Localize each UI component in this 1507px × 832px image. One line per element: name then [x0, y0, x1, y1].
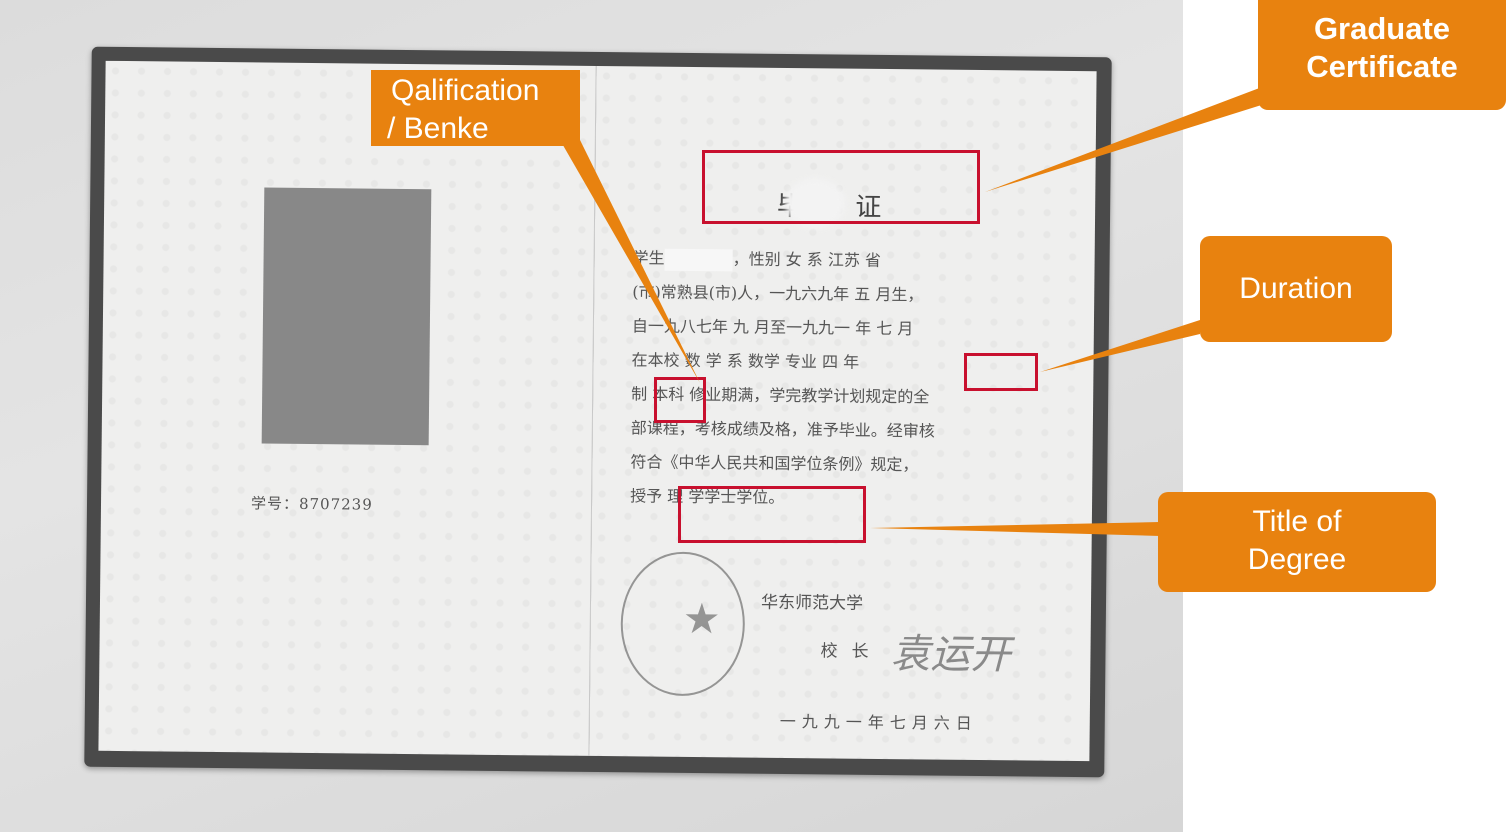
- callout-graduate-certificate: Graduate Certificate: [1258, 0, 1506, 110]
- callout-duration: Duration: [1200, 236, 1392, 342]
- highlight-degree: [678, 486, 866, 543]
- leader-qualification: [560, 140, 700, 383]
- highlight-benke: [654, 377, 706, 423]
- highlight-certificate-title: [702, 150, 980, 224]
- scanned-document: 学号：8707239 毕 证 学生，性别 女 系 江苏 省 (市)常熟县(市)人…: [0, 0, 1183, 832]
- callout-qualification: Qalification / Benke: [371, 70, 580, 146]
- callout-title-of-degree: Title of Degree: [1158, 492, 1436, 592]
- highlight-duration: [964, 353, 1038, 391]
- leader-title-of-degree: [870, 522, 1160, 536]
- leader-graduate-certificate: [985, 84, 1290, 192]
- leader-duration: [1040, 320, 1200, 372]
